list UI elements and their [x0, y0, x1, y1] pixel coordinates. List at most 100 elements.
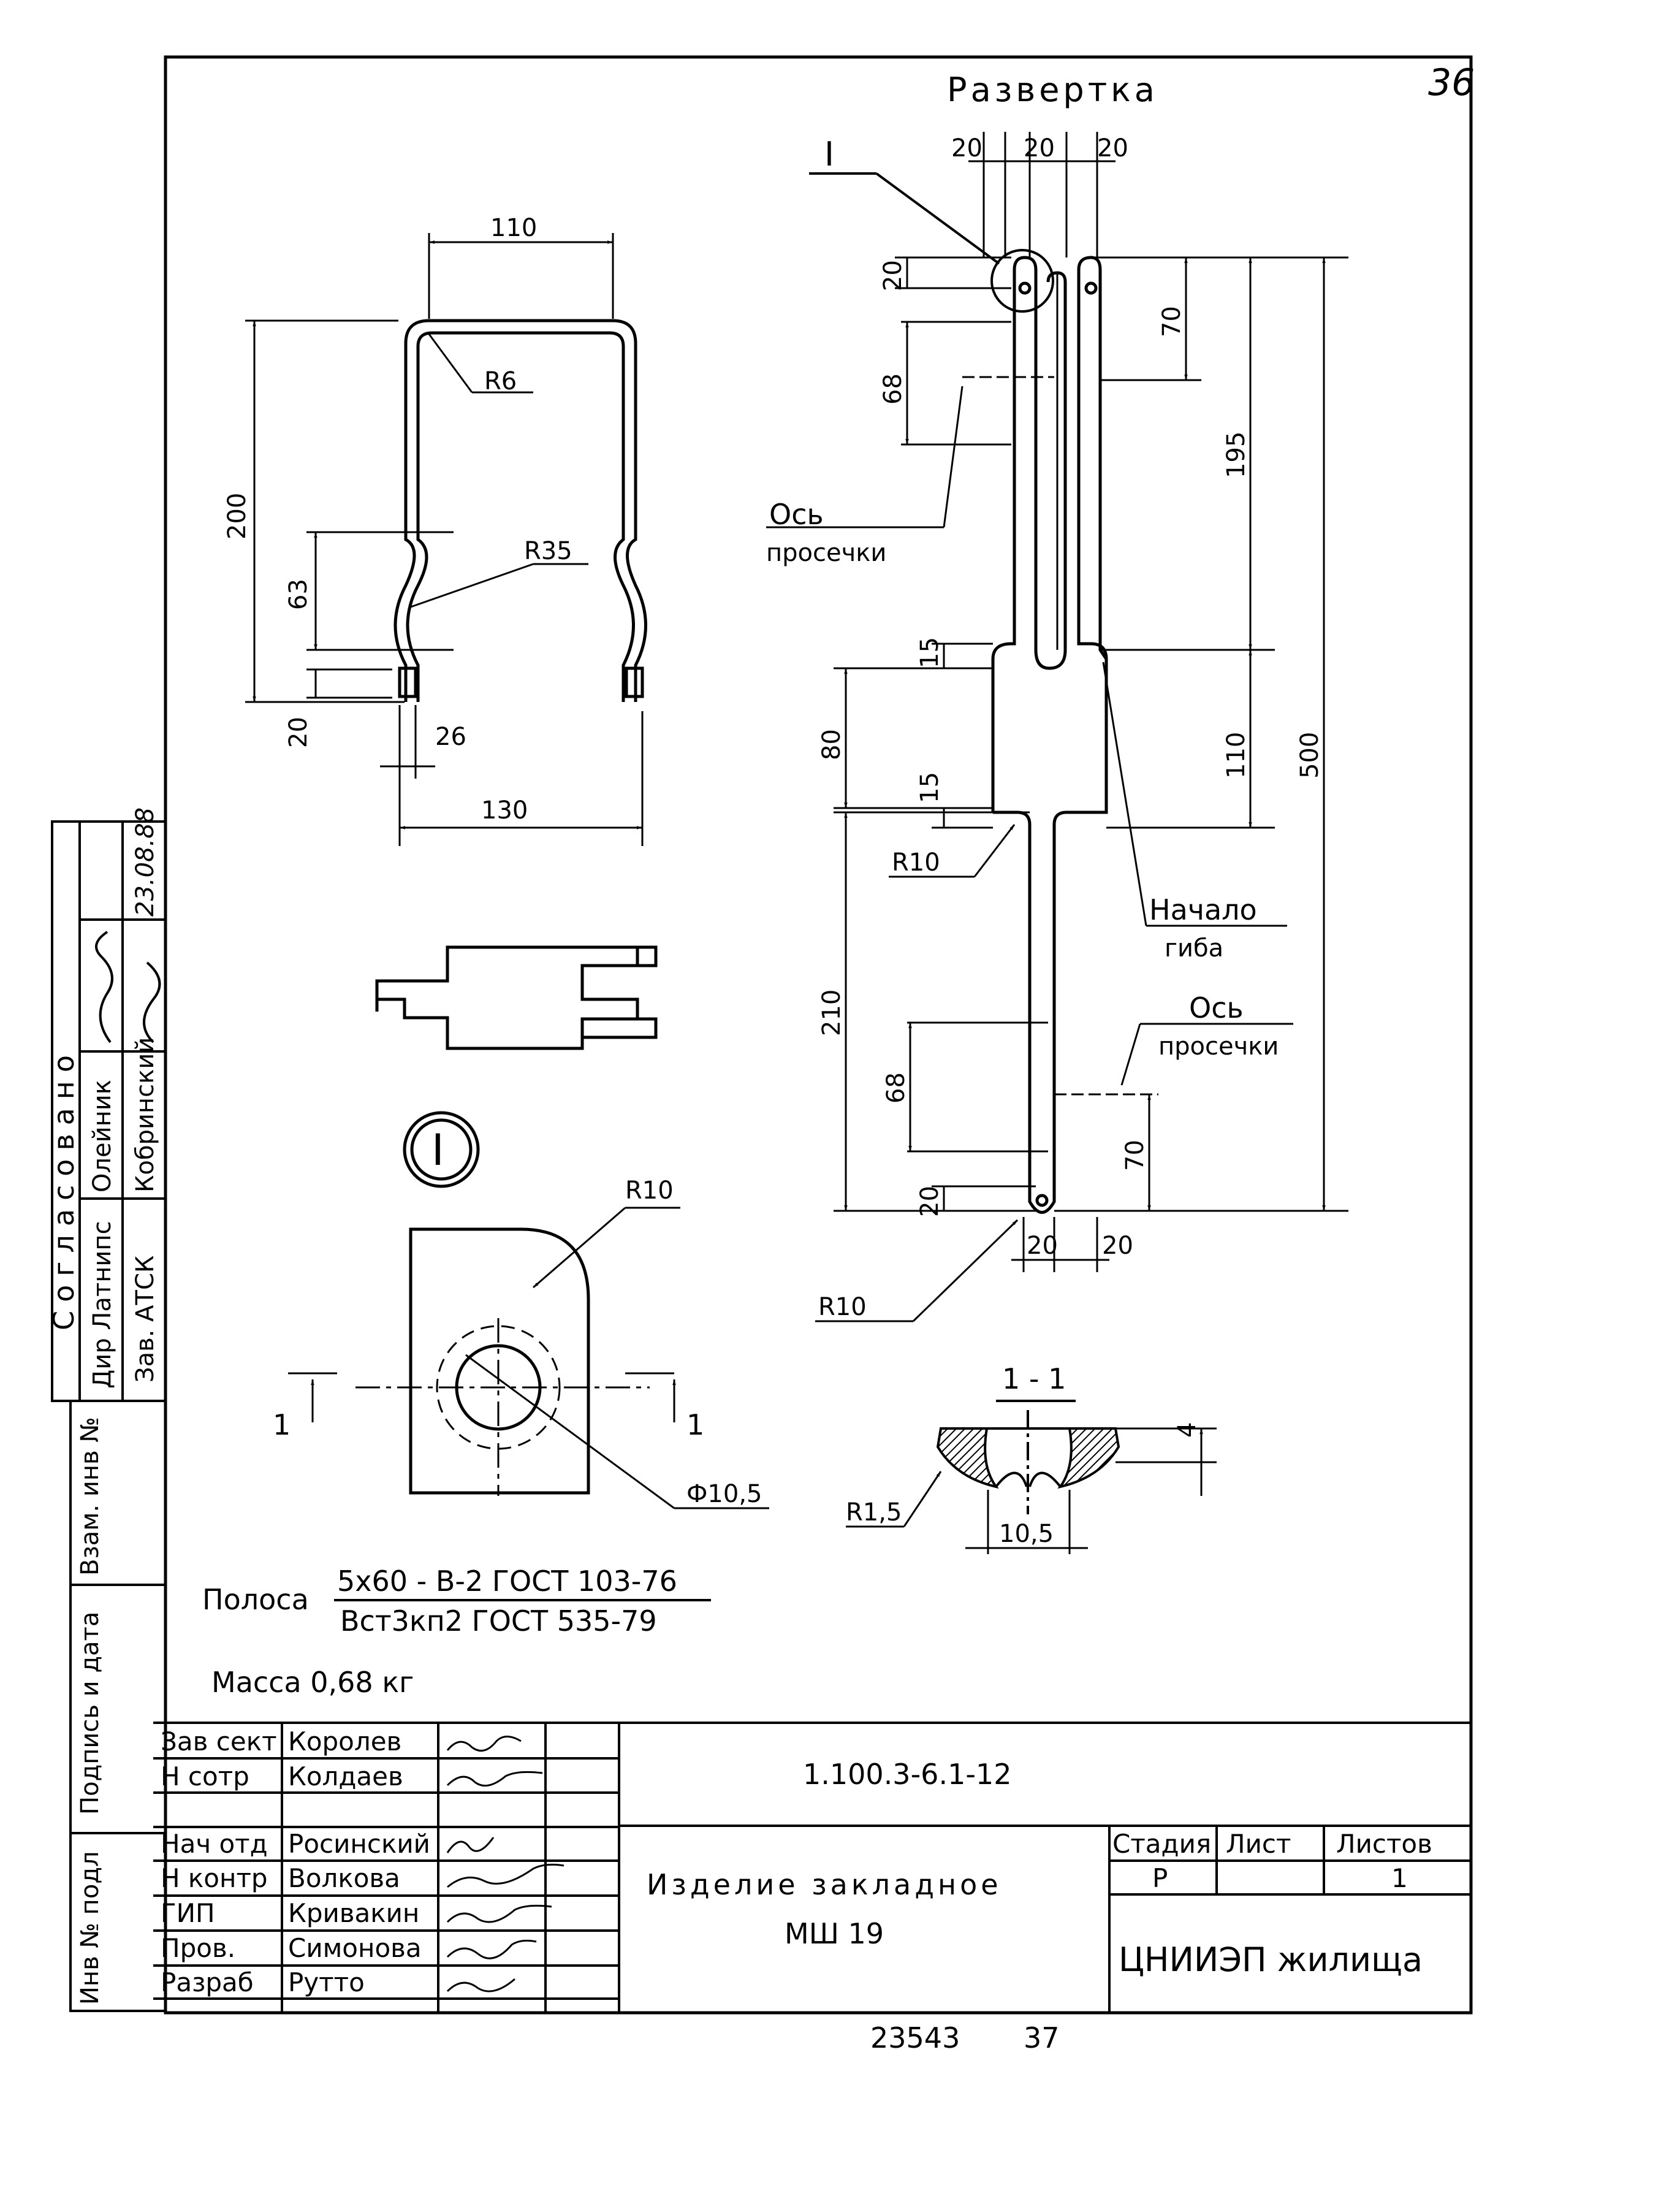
approval-role-2: Зав. АТСК [131, 1256, 159, 1382]
dim-dev-20-b1: 20 [1027, 1232, 1058, 1260]
tb-name-4: Росинский [288, 1829, 430, 1859]
dim-dev-195: 195 [1222, 432, 1250, 478]
bracket-outline [393, 319, 647, 702]
tb-role-5: Н контр [161, 1863, 268, 1893]
bottom-number-left: 23543 [870, 2021, 960, 2054]
dim-dev-68-top: 68 [879, 373, 907, 405]
front-view [393, 319, 647, 702]
dim-front-20: 20 [284, 717, 313, 748]
dim-dev-80: 80 [818, 729, 846, 760]
approval-role-1: Дир Латнипс [88, 1221, 116, 1389]
dim-dev-20-left: 20 [879, 260, 907, 291]
detail-marker-label: I [431, 1125, 444, 1175]
doc-code: 1.100.3-6.1-12 [803, 1758, 1011, 1791]
tb-name-7: Симонова [288, 1933, 422, 1963]
dim-dev-15b: 15 [916, 772, 944, 803]
note-axis-slot-bottom-2: просечки [1158, 1032, 1279, 1061]
note-bend-start-2: гиба [1165, 934, 1223, 963]
cut-marker-right: 1 [686, 1408, 704, 1441]
dim-dev-20-b2: 20 [1102, 1232, 1133, 1260]
side-stamp-sign: Подпись и дата [76, 1612, 104, 1815]
top-view [375, 945, 658, 1050]
development-dims [766, 132, 1348, 1322]
dim-dev-68-bot: 68 [882, 1072, 910, 1104]
note-bend-start-1: Начало [1149, 893, 1257, 926]
development-title: Развертка [947, 71, 1158, 109]
dim-section-10-5: 10,5 [999, 1520, 1054, 1548]
approval-strip [51, 820, 167, 2012]
stage-header: Стадия [1112, 1829, 1211, 1859]
section-title: 1 - 1 [1002, 1362, 1066, 1395]
dim-front-height: 200 [223, 493, 251, 540]
note-axis-slot-bottom-1: Ось [1189, 991, 1244, 1024]
tb-name-6: Кривакин [288, 1898, 419, 1928]
side-stamp-replace: Взам. инв № [76, 1417, 104, 1576]
section-dims [846, 1427, 1217, 1554]
tb-role-8: Разраб [161, 1967, 254, 1997]
bottom-number-right: 37 [1024, 2021, 1060, 2054]
dim-radius-bulge: R35 [524, 537, 572, 565]
product-name-line1: Изделие закладное [647, 1868, 1002, 1901]
dim-front-63: 63 [284, 579, 313, 610]
development-view [991, 256, 1108, 1214]
front-view-dims [245, 233, 644, 846]
dim-front-26: 26 [435, 723, 466, 751]
tb-role-2: Н сотр [161, 1761, 249, 1791]
material-numerator: 5x60 - В-2 ГОСТ 103-76 [337, 1565, 677, 1598]
dim-front-width-bottom: 130 [481, 796, 528, 825]
dim-dev-20b: 20 [1024, 134, 1055, 162]
material-label: Полоса [202, 1583, 309, 1616]
tb-signatures [446, 1736, 564, 1993]
section-callout: I [824, 135, 838, 174]
dim-radius-top: R6 [484, 367, 517, 395]
tb-role-1: Зав сект [161, 1726, 277, 1756]
sheets-value: 1 [1391, 1863, 1408, 1893]
approval-title: Согласовано [47, 1047, 80, 1330]
section-view [936, 1410, 1120, 1514]
dim-dev-70-bot: 70 [1121, 1140, 1149, 1171]
detail-view-dims [288, 1207, 769, 1509]
dim-front-width-top: 110 [490, 214, 537, 242]
dim-dev-r10-bot: R10 [818, 1293, 867, 1321]
stage-value: Р [1152, 1863, 1168, 1893]
dim-dev-500: 500 [1296, 732, 1324, 779]
dim-dev-20c: 20 [1097, 134, 1128, 162]
dim-dev-20a: 20 [951, 134, 983, 162]
sheet-header: Лист [1226, 1829, 1291, 1859]
detail-marker [403, 1111, 480, 1188]
tb-name-1: Королев [288, 1726, 401, 1756]
tb-name-2: Колдаев [288, 1761, 403, 1791]
dim-detail-hole: Ф10,5 [686, 1480, 762, 1508]
tb-role-6: ГИП [161, 1898, 215, 1928]
cut-marker-left: 1 [273, 1408, 291, 1441]
dim-dev-r10-mid: R10 [892, 849, 940, 877]
dim-detail-r10: R10 [625, 1177, 674, 1205]
sheet-number: 36 [1428, 61, 1475, 104]
product-name-line2: МШ 19 [785, 1917, 884, 1950]
development-callout [809, 172, 1054, 313]
sheets-header: Листов [1336, 1829, 1432, 1859]
tb-role-7: Пров. [161, 1933, 235, 1963]
dim-dev-15a: 15 [916, 637, 944, 668]
note-axis-slot-top-1: Ось [769, 498, 824, 531]
dim-dev-20-bot: 20 [916, 1186, 944, 1217]
dim-dev-70-top: 70 [1158, 306, 1186, 337]
approval-date-2: 23.08.88 [131, 807, 159, 917]
note-axis-slot-top-2: просечки [766, 539, 886, 567]
organization: ЦНИИЭП жилища [1119, 1940, 1423, 1979]
approval-signature-2 [143, 961, 161, 1043]
dim-section-4: 4 [1173, 1422, 1201, 1438]
title-block [153, 1722, 1471, 2013]
dim-dev-110: 110 [1222, 732, 1250, 779]
approval-signature-1 [95, 931, 113, 1043]
dim-section-r1-5: R1,5 [846, 1498, 902, 1527]
side-stamp-inv: Инв № подл [76, 1851, 104, 2005]
tb-name-8: Рутто [288, 1967, 365, 1997]
approval-name-1: Олейник [88, 1080, 116, 1192]
tb-name-5: Волкова [288, 1863, 400, 1893]
dim-dev-210: 210 [818, 990, 846, 1036]
detail-view [409, 1227, 590, 1495]
material-denominator: Вст3кп2 ГОСТ 535-79 [340, 1604, 657, 1638]
tb-role-4: Нач отд [161, 1829, 268, 1859]
